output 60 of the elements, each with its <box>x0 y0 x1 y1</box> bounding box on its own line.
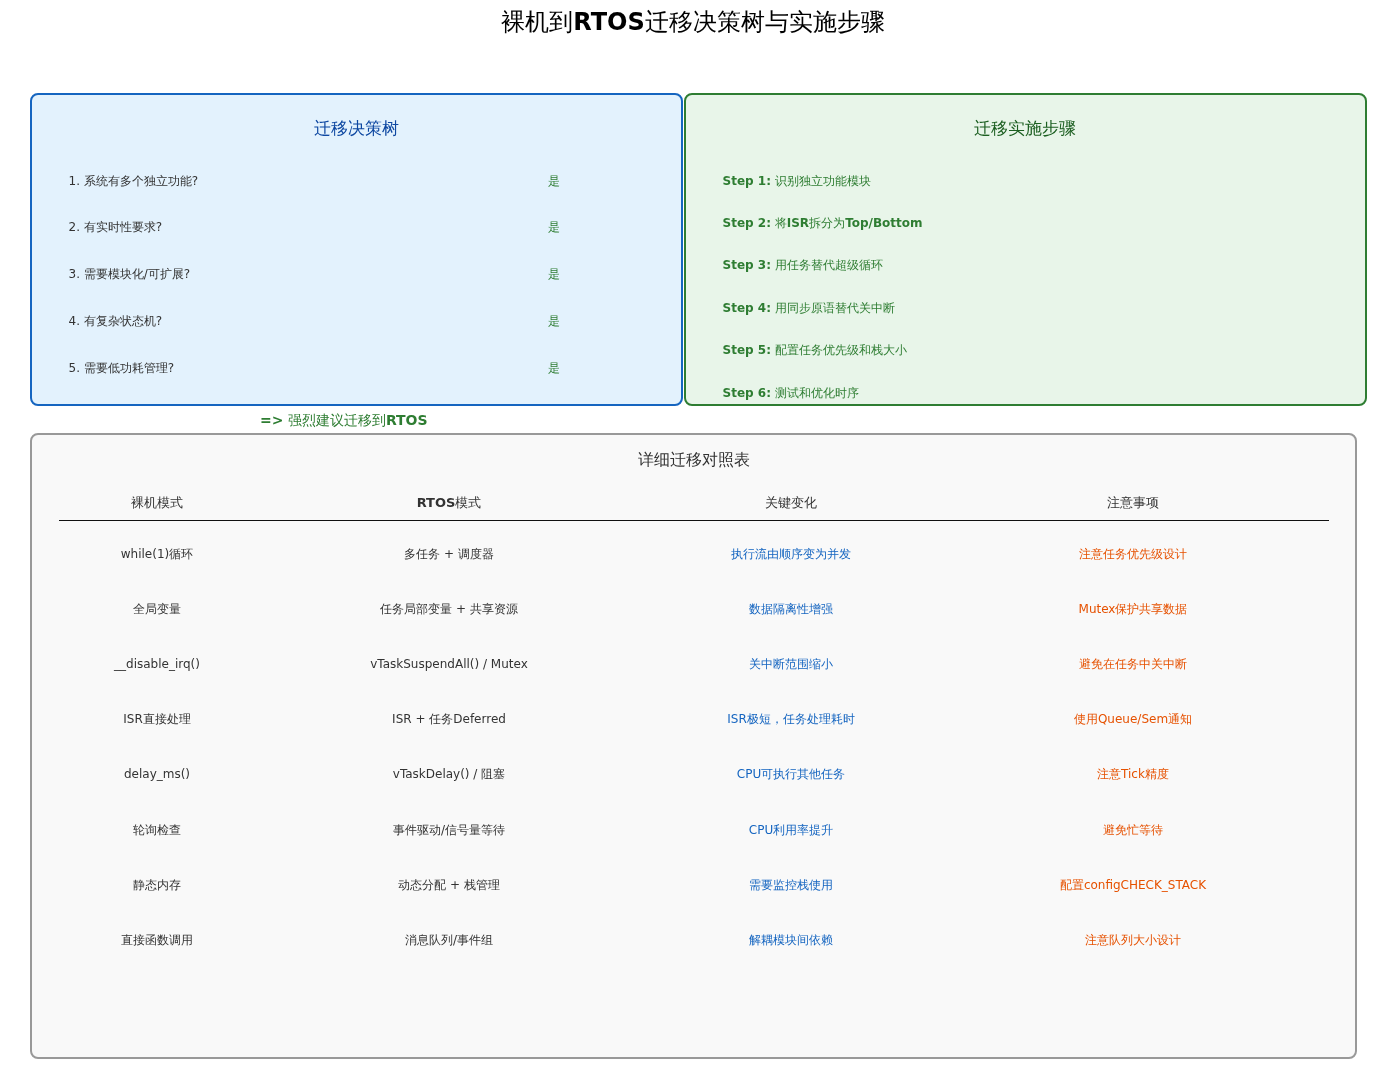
panel-heading: 详细迁移对照表 <box>637 450 750 470</box>
step-text: Step 6: 测试和优化时序 <box>722 385 859 400</box>
table-cell: 静态内存 <box>133 877 181 892</box>
answer-text: 是 <box>547 173 560 188</box>
question-text: 1. 系统有多个独立功能? <box>68 173 199 188</box>
table-cell: 配置configCHECK_STACK <box>1059 877 1207 892</box>
table-cell: __disable_irq() <box>114 657 200 672</box>
page-title: 裸机到RTOS迁移决策树与实施步骤 <box>501 7 885 37</box>
table-cell: 避免忙等待 <box>1103 822 1163 837</box>
table-cell: vTaskSuspendAll() / Mutex <box>370 657 528 672</box>
step-text: Step 2: 将ISR拆分为Top/Bottom <box>722 215 923 231</box>
column-header: 关键变化 <box>765 495 817 511</box>
column-header: 注意事项 <box>1107 495 1159 511</box>
table-cell: 关中断范围缩小 <box>749 657 833 672</box>
answer-text: 是 <box>547 360 560 375</box>
column-header: 裸机模式 <box>131 495 183 511</box>
table-cell: ISR直接处理 <box>123 712 191 727</box>
table-cell: ISR + 任务Deferred <box>392 712 506 727</box>
table-cell: 直接函数调用 <box>121 932 193 947</box>
table-cell: vTaskDelay() / 阻塞 <box>392 767 506 782</box>
question-text: 3. 需要模块化/可扩展? <box>68 266 191 282</box>
table-cell: 解耦模块间依赖 <box>749 932 833 947</box>
step-text: Step 4: 用同步原语替代关中断 <box>722 300 895 315</box>
answer-text: 是 <box>547 266 560 282</box>
question-text: 4. 有复杂状态机? <box>68 313 163 328</box>
step-text: Step 1: 识别独立功能模块 <box>722 173 871 188</box>
steps-panel <box>684 93 1367 406</box>
table-cell: 事件驱动/信号量等待 <box>393 822 505 837</box>
table-cell: while(1)循环 <box>120 546 194 562</box>
table-panel <box>30 433 1357 1059</box>
panel-heading: 迁移决策树 <box>313 117 399 138</box>
decision-panel <box>30 93 683 406</box>
table-cell: 消息队列/事件组 <box>405 932 493 947</box>
table-cell: 动态分配 + 栈管理 <box>398 877 500 892</box>
table-cell: CPU可执行其他任务 <box>736 767 846 782</box>
table-cell: 避免在任务中关中断 <box>1079 657 1187 672</box>
question-text: 2. 有实时性要求? <box>68 220 163 235</box>
conclusion-text: => 强烈建议迁移到RTOS <box>260 411 428 429</box>
table-cell: 注意Tick精度 <box>1097 767 1169 782</box>
table-cell: 执行流由顺序变为并发 <box>731 546 851 562</box>
table-cell: 使用Queue/Sem通知 <box>1073 712 1193 727</box>
table-cell: 多任务 + 调度器 <box>404 546 494 562</box>
table-cell: 任务局部变量 + 共享资源 <box>380 601 518 617</box>
question-text: 5. 需要低功耗管理? <box>68 360 175 375</box>
step-text: Step 3: 用任务替代超级循环 <box>722 258 883 273</box>
table-cell: 注意队列大小设计 <box>1085 932 1181 947</box>
table-cell: 注意任务优先级设计 <box>1079 546 1187 562</box>
table-cell: 全局变量 <box>133 601 181 617</box>
table-cell: 需要监控栈使用 <box>749 877 833 892</box>
panel-heading: 迁移实施步骤 <box>974 117 1076 138</box>
table-cell: delay_ms() <box>123 767 191 782</box>
table-cell: ISR极短，任务处理耗时 <box>727 712 855 727</box>
step-text: Step 5: 配置任务优先级和栈大小 <box>722 342 907 358</box>
table-cell: CPU利用率提升 <box>748 822 834 837</box>
table-cell: 轮询检查 <box>133 822 181 837</box>
answer-text: 是 <box>547 220 560 235</box>
table-cell: 数据隔离性增强 <box>749 601 833 617</box>
table-cell: Mutex保护共享数据 <box>1078 601 1188 617</box>
answer-text: 是 <box>547 313 560 328</box>
column-header: RTOS模式 <box>416 495 482 511</box>
